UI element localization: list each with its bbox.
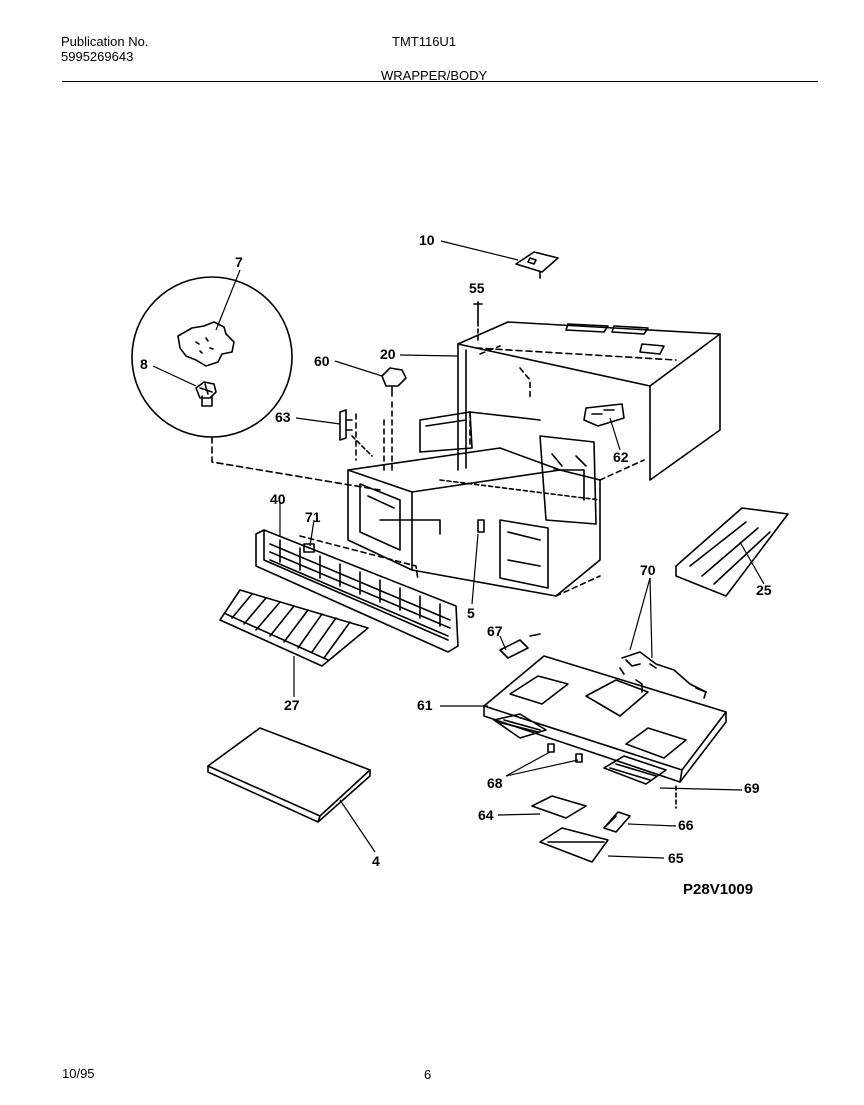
vent-grille [255, 529, 459, 653]
publication-label: Publication No. [61, 34, 149, 49]
header-rule [62, 81, 818, 82]
footer-date: 10/95 [62, 1066, 95, 1081]
callout-67: 67 [487, 623, 503, 639]
callout-55: 55 [469, 280, 485, 296]
callout-20: 20 [380, 346, 396, 362]
callout-5: 5 [467, 605, 475, 621]
callout-62: 62 [613, 449, 629, 465]
drawing-code: P28V1009 [683, 881, 753, 898]
callout-63: 63 [275, 409, 291, 425]
callout-27: 27 [284, 697, 300, 713]
callout-66: 66 [678, 817, 694, 833]
callout-60: 60 [314, 353, 330, 369]
callout-69: 69 [744, 780, 760, 796]
page-number: 6 [424, 1067, 432, 1082]
cavity-frame [347, 401, 645, 597]
section-title: WRAPPER/BODY [381, 68, 488, 83]
grease-filter [219, 589, 369, 667]
turntable-detail [131, 276, 293, 438]
callout-71: 71 [305, 509, 321, 525]
model-number: TMT116U1 [392, 34, 457, 49]
callout-8: 8 [140, 356, 148, 372]
callout-64: 64 [478, 807, 494, 823]
callout-25: 25 [756, 582, 772, 598]
callout-68: 68 [487, 775, 503, 791]
publication-number: 5995269643 [61, 49, 134, 64]
callout-70: 70 [640, 562, 656, 578]
callout-10: 10 [419, 232, 435, 248]
callout-61: 61 [417, 697, 433, 713]
callout-7: 7 [235, 254, 243, 270]
callout-40: 40 [270, 491, 286, 507]
callout-65: 65 [668, 850, 684, 866]
base-plate [483, 655, 727, 809]
outer-wrapper [457, 321, 721, 481]
callout-4: 4 [372, 853, 380, 869]
